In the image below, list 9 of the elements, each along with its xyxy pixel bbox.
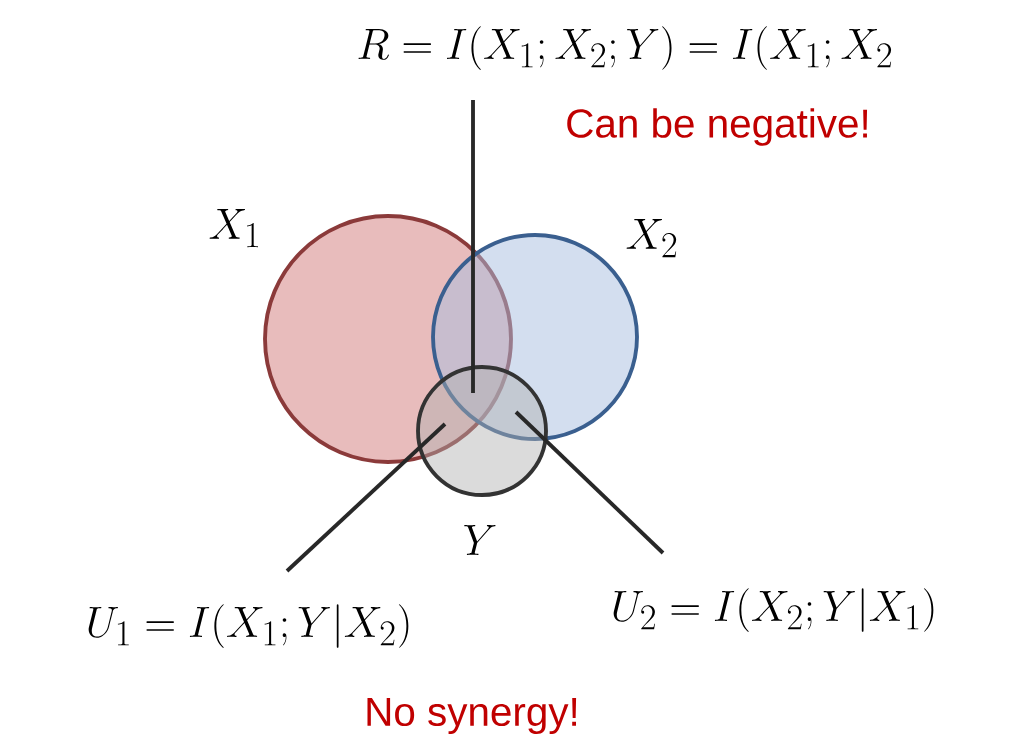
note: No synergy! (367, 697, 577, 735)
node-label: $X_2$ (626, 218, 677, 258)
node-label: $Y$ (464, 525, 496, 555)
note: Can be negative! (567, 108, 868, 146)
formula: $R = I(X_1; X_2; Y) = I(X_1; X_2$ (358, 26, 892, 70)
formula: $U_2 = I(X_2; Y | X_1)$ (613, 588, 934, 632)
node-label: $X_1$ (209, 208, 258, 248)
leader-line (471, 100, 475, 393)
formula: $U_1 = I(X_1; Y | X_2)$ (88, 604, 409, 648)
